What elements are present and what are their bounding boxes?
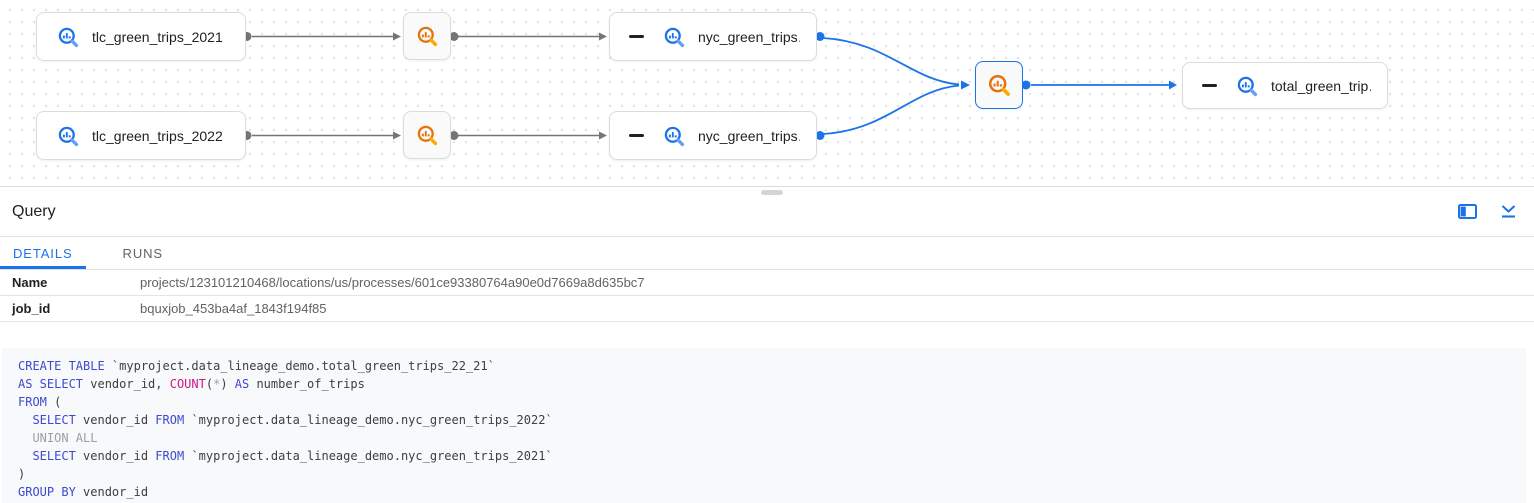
arrowhead xyxy=(1169,80,1177,90)
details-panel: Query DETAILS RUNS Name projects/1231012… xyxy=(0,187,1534,503)
bigquery-process-icon xyxy=(988,74,1010,96)
node-process-selected[interactable] xyxy=(975,61,1023,109)
tab-runs[interactable]: RUNS xyxy=(122,245,163,261)
node-process-bottom[interactable] xyxy=(403,111,451,159)
port-dot[interactable] xyxy=(449,32,459,41)
detail-label: job_id xyxy=(12,301,51,316)
edge-nyc2-selected xyxy=(822,84,960,135)
port-dot[interactable] xyxy=(449,131,459,140)
node-total-green-trips[interactable]: total_green_trip… xyxy=(1182,62,1388,109)
node-tlc-green-trips-2021[interactable]: tlc_green_trips_2021 xyxy=(36,12,246,61)
port-dot-selected[interactable] xyxy=(1021,80,1031,90)
panel-actions xyxy=(1455,200,1524,224)
arrowhead xyxy=(961,80,970,90)
node-nyc-green-trips-bottom[interactable]: nyc_green_trips… xyxy=(609,111,817,160)
split-view-button[interactable] xyxy=(1455,200,1479,224)
node-nyc-green-trips-top[interactable]: nyc_green_trips… xyxy=(609,12,817,61)
bigquery-process-icon xyxy=(417,26,438,47)
panel-resize-handle[interactable] xyxy=(761,190,783,195)
arrowhead xyxy=(599,32,607,41)
node-label: total_green_trip… xyxy=(1271,77,1371,94)
node-label: nyc_green_trips… xyxy=(698,28,800,45)
bigquery-table-icon xyxy=(58,27,79,47)
node-label: tlc_green_trips_2022 xyxy=(92,127,223,144)
bigquery-process-icon xyxy=(417,125,438,146)
panel-title: Query xyxy=(12,202,56,220)
node-label: tlc_green_trips_2021 xyxy=(92,28,223,45)
detail-label: Name xyxy=(12,275,48,290)
arrowhead xyxy=(393,32,401,41)
arrowhead xyxy=(393,131,401,140)
collapse-columns-icon[interactable] xyxy=(629,134,644,137)
bigquery-table-icon xyxy=(58,126,79,146)
node-label: nyc_green_trips… xyxy=(698,127,800,144)
bigquery-table-icon xyxy=(1237,76,1258,96)
bigquery-table-icon xyxy=(664,27,685,47)
detail-row-job-id: job_id bquxjob_453ba4af_1843f194f85 xyxy=(0,296,1534,322)
arrowhead xyxy=(599,131,607,140)
collapse-columns-icon[interactable] xyxy=(629,35,644,38)
edge-nyc1-selected xyxy=(822,37,960,86)
collapse-columns-icon[interactable] xyxy=(1202,84,1217,87)
lineage-graph-canvas: tlc_green_trips_2021 tlc_green_trips_202… xyxy=(0,0,1534,187)
port-dot-selected[interactable] xyxy=(815,131,825,140)
tab-details[interactable]: DETAILS xyxy=(0,237,86,269)
sql-code-block: CREATE TABLE `myproject.data_lineage_dem… xyxy=(2,348,1526,503)
node-process-top[interactable] xyxy=(403,12,451,60)
panel-header: Query xyxy=(0,187,1534,237)
split-view-icon xyxy=(1457,204,1477,219)
sql-query-text: CREATE TABLE `myproject.data_lineage_dem… xyxy=(18,359,553,499)
bigquery-table-icon xyxy=(664,126,685,146)
collapse-panel-button[interactable] xyxy=(1496,200,1520,224)
detail-row-name: Name projects/123101210468/locations/us/… xyxy=(0,270,1534,296)
detail-value: projects/123101210468/locations/us/proce… xyxy=(140,275,645,290)
detail-value: bquxjob_453ba4af_1843f194f85 xyxy=(140,301,327,316)
collapse-panel-icon xyxy=(1501,205,1515,218)
port-dot-selected[interactable] xyxy=(815,32,825,41)
node-tlc-green-trips-2022[interactable]: tlc_green_trips_2022 xyxy=(36,111,246,160)
panel-tabs: DETAILS RUNS xyxy=(0,237,1534,270)
